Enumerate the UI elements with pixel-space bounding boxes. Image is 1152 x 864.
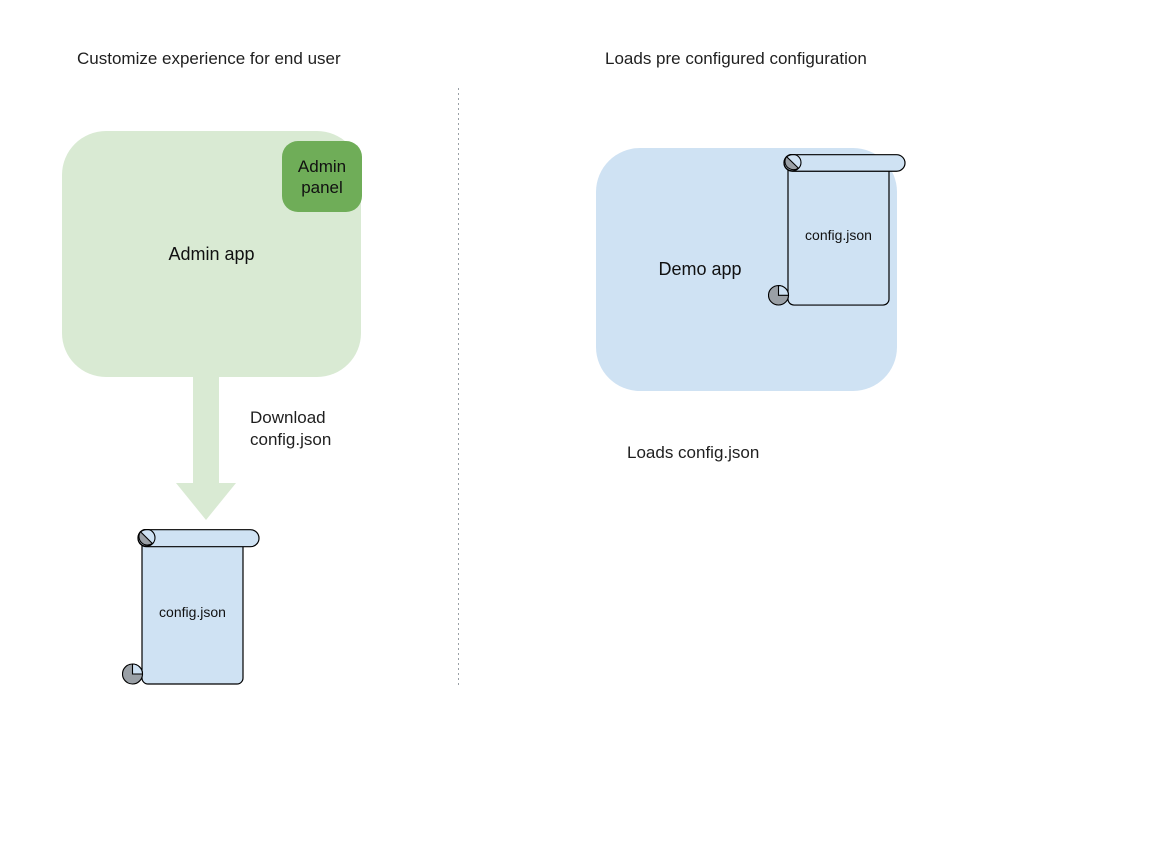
right-section-title: Loads pre configured configuration [605,49,867,68]
scroll-icon [122,529,260,685]
download-arrow-icon [176,377,236,520]
download-arrow-label: Download config.json [250,408,332,449]
config-file-label-right: config.json [805,227,872,243]
config-file-scroll-left: config.json [122,529,260,685]
scroll-icon [768,154,906,306]
config-file-scroll-right: config.json [768,154,906,306]
config-file-label-left: config.json [159,604,226,620]
demo-app-label: Demo app [658,259,742,279]
left-section-title: Customize experience for end user [77,49,341,68]
demo-app-label-box: Demo app [596,148,804,391]
admin-panel-node: Admin panel [282,141,362,212]
admin-panel-label: Admin panel [297,156,347,197]
loads-config-caption: Loads config.json [627,443,760,462]
admin-app-label: Admin app [168,243,255,264]
section-divider [458,88,460,685]
